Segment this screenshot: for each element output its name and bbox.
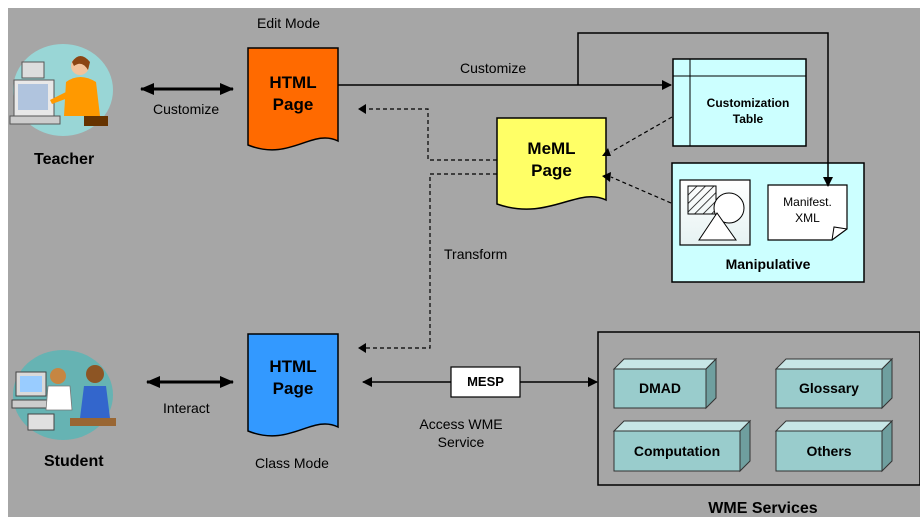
html-page-edit-line1: HTML — [269, 73, 317, 92]
service-computation-label: Computation — [633, 443, 721, 459]
teacher-label: Teacher — [34, 151, 95, 168]
html-page-edit-line2: Page — [272, 95, 314, 114]
customization-table-line2: Table — [732, 112, 764, 126]
mesp-box — [450, 366, 521, 398]
html-page-class-shape — [247, 333, 339, 437]
access-wme-label-line1: Access WME — [419, 416, 503, 432]
customization-table-line1: Customization — [706, 96, 790, 110]
wme-services-title: WME Services — [708, 500, 818, 517]
manifest-link-arrow — [577, 32, 833, 187]
service-box-glossary — [774, 357, 894, 410]
meml-page-line2: Page — [531, 161, 572, 180]
class-mode-label: Class Mode — [255, 455, 329, 471]
html-page-edit-shape — [247, 47, 339, 151]
manipulative-title: Manipulative — [725, 256, 811, 272]
access-wme-label-line2: Service — [437, 434, 485, 450]
table-to-meml-dashed — [610, 116, 673, 153]
service-glossary-label: Glossary — [799, 380, 859, 396]
customize-top-label: Customize — [460, 60, 527, 76]
html-page-class-line2: Page — [272, 379, 314, 398]
html-page-class: HTML Page — [248, 356, 338, 400]
teacher-icon — [9, 44, 113, 136]
service-box-dmad — [612, 357, 718, 410]
service-box-computation — [612, 419, 752, 473]
customize-left-label: Customize — [153, 101, 220, 117]
manifest-line2: XML — [795, 211, 820, 225]
manifest-xml-label: Manifest. XML — [768, 194, 847, 226]
manifest-document-shape — [767, 184, 848, 241]
transform-label: Transform — [444, 246, 508, 262]
interact-label: Interact — [163, 400, 210, 416]
meml-to-html-edit-dashed — [366, 108, 497, 161]
html-page-class-line1: HTML — [269, 357, 317, 376]
transform-dashed — [366, 173, 497, 349]
service-box-others — [774, 419, 894, 473]
meml-page-shape — [496, 117, 607, 210]
customization-table-shape — [672, 58, 807, 147]
manipulative-to-meml-dashed — [610, 176, 672, 204]
html-page-edit: HTML Page — [248, 72, 338, 116]
student-label: Student — [44, 453, 104, 470]
geometry-shapes-icon — [679, 179, 751, 246]
mesp-label: MESP — [467, 374, 504, 389]
meml-page: MeML Page — [497, 138, 606, 182]
student-icon — [11, 350, 116, 440]
edit-mode-label: Edit Mode — [257, 15, 321, 31]
service-dmad-label: DMAD — [639, 380, 681, 396]
meml-page-line1: MeML — [527, 139, 576, 158]
manifest-line1: Manifest. — [783, 195, 832, 209]
service-others-label: Others — [806, 443, 852, 459]
customization-table-label: Customization Table — [692, 95, 804, 127]
